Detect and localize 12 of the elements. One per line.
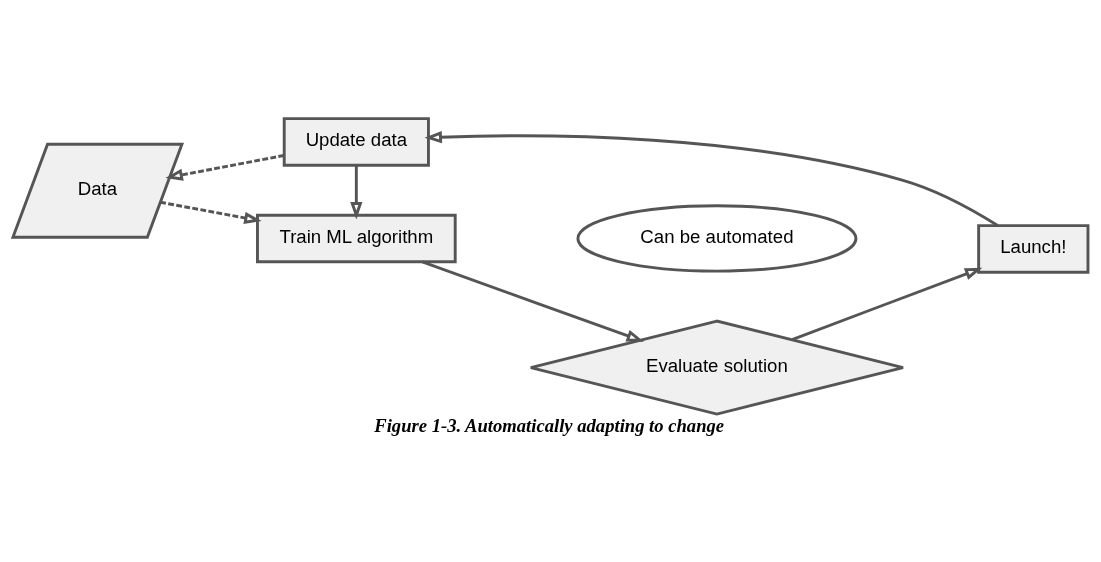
- arrow: [424, 130, 999, 227]
- arrow: [160, 200, 262, 224]
- arrow: [350, 164, 363, 219]
- arrow: [421, 259, 644, 342]
- arrow: [791, 267, 983, 341]
- node-box: Train ML algorithm: [256, 213, 457, 263]
- caption: Figure 1-3. Automatically adapting to change: [374, 414, 725, 436]
- node-ellipse: Can be automated: [576, 203, 858, 273]
- node-box: Launch!: [977, 223, 1090, 274]
- arrow: [165, 153, 285, 181]
- node-diamond: Evaluate solution: [529, 319, 905, 416]
- node-box: Update data: [282, 116, 430, 167]
